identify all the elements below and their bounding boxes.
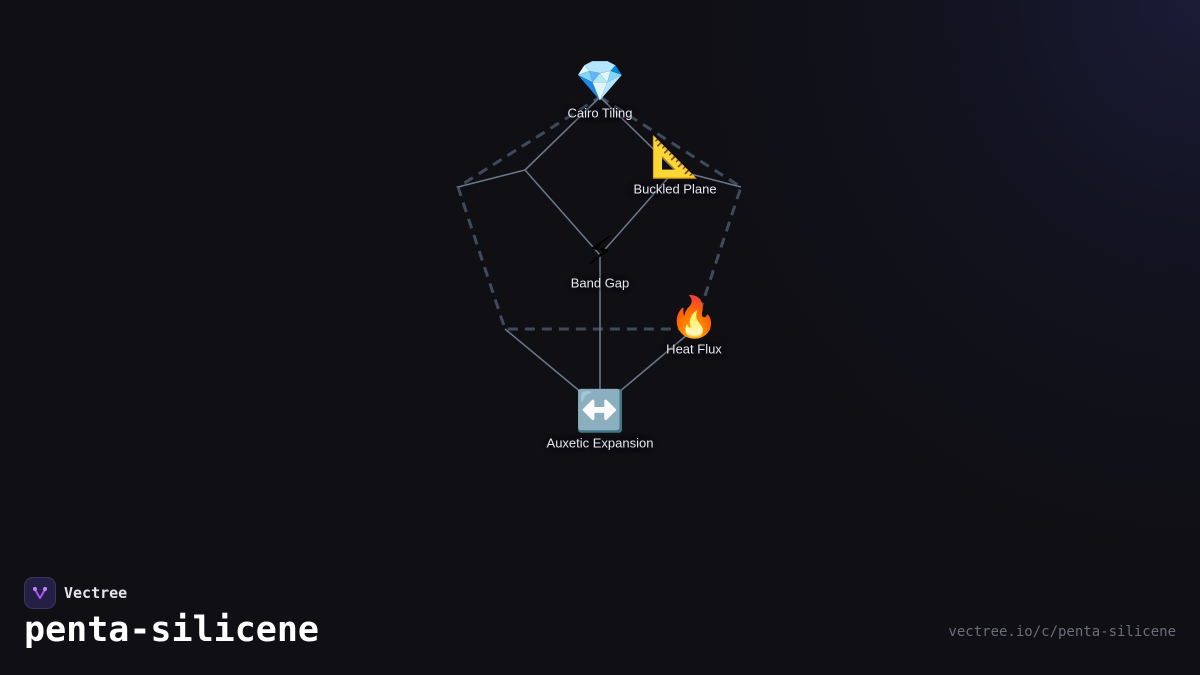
edge-line [674, 169, 742, 188]
lightning-icon: ⚡ [585, 228, 615, 275]
node-auxetic[interactable]: ↔️Auxetic Expansion [547, 390, 654, 451]
left-right-arrow-icon: ↔️ [575, 388, 625, 435]
page-url[interactable]: vectree.io/c/penta-silicene [948, 624, 1176, 640]
edge-line [457, 169, 526, 188]
node-label: Auxetic Expansion [546, 435, 654, 451]
node-heat[interactable]: 🔥Heat Flux [666, 296, 722, 357]
fire-icon: 🔥 [669, 294, 719, 341]
brand: Vectree [24, 577, 127, 609]
node-label: Heat Flux [666, 341, 722, 357]
edge-line [599, 169, 676, 256]
node-label: Band Gap [570, 275, 630, 291]
node-label: Buckled Plane [633, 181, 717, 197]
edge-line [524, 96, 601, 171]
node-label: Cairo Tiling [567, 105, 633, 121]
vectree-logo-icon [24, 577, 56, 609]
edge-group [457, 96, 742, 409]
edge-line [599, 328, 695, 409]
triangular-ruler-icon: 📐 [650, 134, 700, 181]
node-buckled[interactable]: 📐Buckled Plane [633, 136, 716, 197]
edge-line [599, 96, 676, 171]
node-cairo[interactable]: 💎Cairo Tiling [567, 60, 632, 121]
brand-name: Vectree [64, 584, 128, 602]
page-title: penta-silicene [24, 610, 320, 650]
node-bandgap[interactable]: ⚡Band Gap [571, 230, 630, 291]
gem-icon: 💎 [575, 58, 625, 105]
edge-line [504, 328, 601, 409]
edge-line [524, 169, 601, 256]
